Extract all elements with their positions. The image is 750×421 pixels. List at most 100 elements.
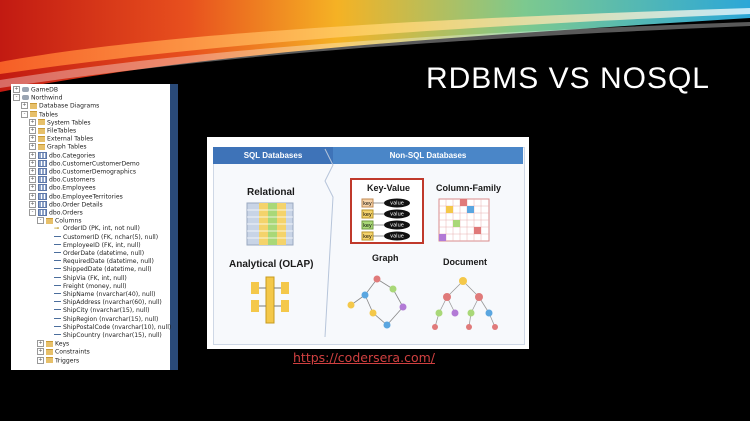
collapse-toggle-icon[interactable]: -	[21, 110, 28, 118]
table-icon	[38, 192, 47, 200]
tree-item-label: dbo.CustomerDemographics	[49, 168, 137, 176]
column-icon	[54, 293, 61, 295]
expand-toggle-icon[interactable]: +	[29, 127, 36, 134]
expand-toggle-icon[interactable]: +	[29, 143, 36, 151]
object-explorer-tree[interactable]: +GameDB-Northwind+Database Diagrams-Tabl…	[11, 84, 178, 370]
tree-item[interactable]: ShipPostalCode (nvarchar(10), null)	[45, 324, 171, 332]
tree-item[interactable]: ShipAddress (nvarchar(60), null)	[45, 299, 162, 307]
tree-item[interactable]: +Database Diagrams	[21, 102, 99, 110]
tree-item-label: FileTables	[47, 127, 77, 135]
column-icon	[54, 235, 61, 238]
expand-toggle-icon[interactable]: +	[37, 348, 44, 356]
expand-toggle-icon[interactable]: +	[29, 135, 36, 143]
key-value-label: Key-Value	[367, 183, 411, 193]
expand-toggle-icon[interactable]: +	[29, 176, 36, 184]
slide-title: RDBMS VS NOSQL	[425, 62, 710, 95]
tree-item-label: External Tables	[47, 135, 94, 143]
tree-item[interactable]: + FileTables	[29, 127, 76, 135]
tree-item[interactable]: + Triggers	[37, 356, 80, 365]
table-icon	[38, 200, 47, 208]
tree-item[interactable]: - Northwind	[13, 94, 62, 102]
tree-item[interactable]: + External Tables	[29, 135, 93, 143]
tree-item[interactable]: CustomerID (FK, nchar(5), null)	[45, 234, 158, 242]
tree-item[interactable]: ShipCity (nvarchar(15), null)	[45, 307, 149, 315]
tree-item-label: Keys	[55, 340, 70, 348]
expand-toggle-icon[interactable]: +	[29, 184, 36, 192]
tree-item-label: Tables	[39, 111, 58, 119]
tree-item[interactable]: -dbo.Orders	[29, 209, 83, 217]
expand-toggle-icon[interactable]: +	[21, 102, 28, 110]
tree-item[interactable]: +Graph Tables	[29, 143, 87, 151]
tree-item[interactable]: +dbo.CustomerCustomerDemo	[29, 159, 140, 168]
tree-item-label: OrderID (PK, int, not null)	[63, 225, 140, 233]
tree-item-label: ShipCountry (nvarchar(15), null)	[63, 332, 162, 339]
folder-icon	[38, 127, 45, 134]
tree-item-label: Triggers	[55, 357, 80, 365]
tree-item[interactable]: RequiredDate (datetime, null)	[45, 258, 154, 266]
tree-item[interactable]: + dbo.CustomerDemographics	[29, 168, 136, 176]
tree-item[interactable]: Freight (money, null)	[45, 283, 127, 291]
tree-item[interactable]: ShipCountry (nvarchar(15), null)	[45, 332, 162, 340]
expand-toggle-icon[interactable]: +	[29, 168, 36, 175]
table-icon	[38, 184, 47, 192]
document-icon	[432, 277, 498, 330]
tree-item[interactable]: + Keys	[37, 340, 69, 348]
tree-item-label: ShipName (nvarchar(40), null)	[63, 291, 156, 298]
expand-toggle-icon[interactable]: +	[29, 118, 36, 126]
table-icon	[38, 168, 47, 175]
column-family-label: Column-Family	[436, 183, 502, 193]
column-icon	[54, 317, 61, 320]
folder-icon	[46, 217, 53, 224]
column-icon	[54, 284, 61, 287]
collapse-toggle-icon[interactable]: -	[37, 217, 44, 225]
tree-item[interactable]: +dbo.Employees	[29, 184, 96, 192]
tree-item[interactable]: OrderDate (datetime, null)	[45, 250, 144, 258]
tree-item[interactable]: ⊸OrderID (PK, int, not null)	[45, 225, 140, 233]
tree-item-label: Columns	[55, 217, 82, 225]
collapse-toggle-icon[interactable]: -	[29, 209, 36, 216]
table-icon	[38, 159, 47, 167]
expand-toggle-icon[interactable]: +	[29, 200, 36, 208]
tree-item-label: Northwind	[31, 94, 63, 102]
column-icon	[54, 309, 61, 311]
tree-item[interactable]: ShipRegion (nvarchar(15), null)	[45, 316, 158, 324]
sql-databases-header: SQL Databases	[213, 147, 333, 164]
key-value-icon: key value key value key value key value	[361, 198, 410, 241]
expand-toggle-icon[interactable]: +	[29, 159, 36, 167]
tree-item[interactable]: EmployeeID (FK, int, null)	[45, 242, 141, 250]
tree-item[interactable]: - Tables	[21, 110, 58, 119]
collapse-toggle-icon[interactable]: -	[13, 94, 20, 102]
tree-item[interactable]: + GameDB	[13, 86, 58, 94]
tree-item[interactable]: +dbo.EmployeeTerritories	[29, 192, 123, 201]
tree-item[interactable]: +dbo.Categories	[29, 151, 95, 160]
tree-item-label: Freight (money, null)	[63, 282, 127, 290]
tree-item-label: ShippedDate (datetime, null)	[63, 266, 152, 274]
expand-toggle-icon[interactable]: +	[37, 340, 44, 348]
tree-item[interactable]: ShipVia (FK, int, null)	[45, 275, 127, 283]
relational-table-icon	[246, 202, 294, 246]
scrollbar[interactable]	[170, 84, 178, 370]
svg-text:key: key	[363, 212, 372, 218]
tree-item[interactable]: +dbo.Customers	[29, 176, 95, 184]
tree-item[interactable]: +System Tables	[29, 118, 91, 127]
tree-item-label: EmployeeID (FK, int, null)	[63, 241, 141, 249]
expand-toggle-icon[interactable]: +	[37, 356, 44, 364]
olap-schema-icon	[251, 276, 289, 324]
tree-item[interactable]: +Constraints	[37, 348, 90, 356]
folder-icon	[30, 102, 37, 109]
tree-item[interactable]: ShipName (nvarchar(40), null)	[45, 291, 155, 299]
db-icon	[22, 87, 29, 92]
folder-icon	[38, 135, 45, 142]
expand-toggle-icon[interactable]: +	[29, 151, 36, 159]
tree-item[interactable]: ShippedDate (datetime, null)	[45, 266, 152, 274]
tree-item-label: OrderDate (datetime, null)	[63, 250, 145, 257]
tree-item-label: GameDB	[31, 86, 59, 94]
tree-item-label: ShipCity (nvarchar(15), null)	[63, 307, 150, 315]
expand-toggle-icon[interactable]: +	[13, 86, 20, 93]
nosql-databases-header: Non-SQL Databases	[333, 147, 523, 164]
source-link[interactable]: https://codersera.com/	[293, 350, 435, 365]
tree-item[interactable]: +dbo.Order Details	[29, 200, 103, 209]
svg-text:value: value	[390, 234, 404, 240]
tree-item[interactable]: - Columns	[37, 217, 82, 225]
expand-toggle-icon[interactable]: +	[29, 192, 36, 200]
